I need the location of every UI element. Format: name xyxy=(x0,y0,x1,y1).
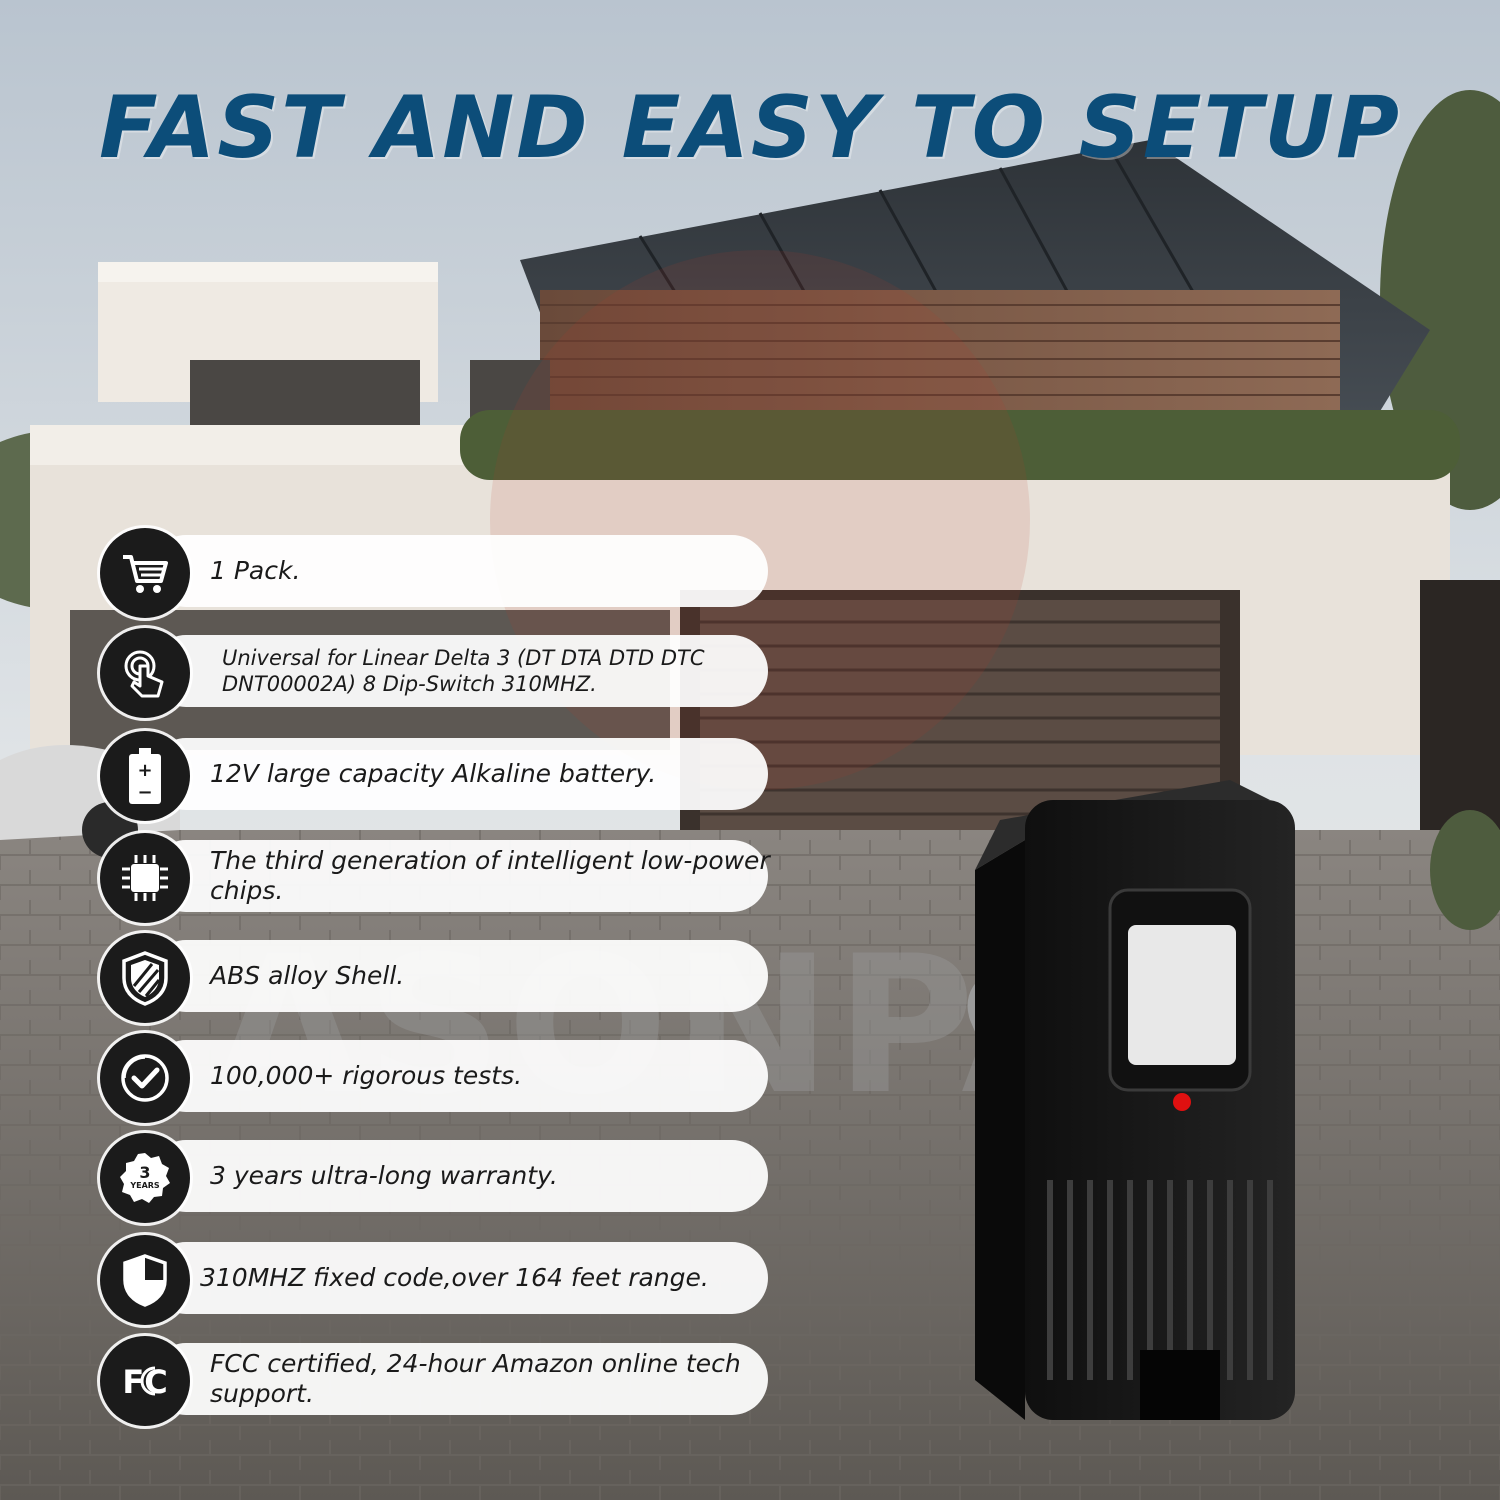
feature-pill xyxy=(150,840,768,912)
feature-badge xyxy=(100,1033,190,1123)
cart-icon xyxy=(123,555,168,593)
feature-text: 1 Pack. xyxy=(210,556,301,585)
feature-item: 1 Pack. xyxy=(100,528,770,618)
feature-badge: FC xyxy=(100,1336,190,1426)
warranty-badge-icon: 3 YEARS xyxy=(120,1153,170,1203)
feature-badge xyxy=(100,528,190,618)
feature-pill xyxy=(150,535,768,607)
feature-pill xyxy=(150,1040,768,1112)
warranty-label: YEARS xyxy=(129,1181,160,1190)
feature-item: Universal for Linear Delta 3 (DT DTA DTD… xyxy=(100,628,770,718)
feature-badge: + − xyxy=(100,731,190,821)
garage-remote-image xyxy=(967,780,1295,1420)
fcc-logo-text: FC xyxy=(122,1363,167,1401)
feature-badge: 3 YEARS xyxy=(100,1133,190,1223)
feature-badge xyxy=(100,833,190,923)
feature-pill xyxy=(150,940,768,1012)
feature-text: FCC certified, 24-hour Amazon online tec… xyxy=(210,1349,741,1408)
feature-item: 3 YEARS 3 years ultra-long warranty. xyxy=(100,1133,770,1223)
feature-item: ABS alloy Shell. xyxy=(100,933,770,1023)
feature-pill xyxy=(150,1140,768,1212)
feature-item: 100,000+ rigorous tests. xyxy=(100,1033,770,1123)
feature-item: The third generation of intelligent low-… xyxy=(100,833,770,923)
headline-title: FAST AND EASY TO SETUP xyxy=(98,78,1401,178)
security-shield-icon xyxy=(123,1254,167,1307)
feature-pill xyxy=(150,1343,768,1415)
feature-text: ABS alloy Shell. xyxy=(210,961,405,990)
feature-badge xyxy=(100,1235,190,1325)
feature-pill xyxy=(150,635,768,707)
remote-led xyxy=(1173,1093,1191,1111)
feature-text: 3 years ultra-long warranty. xyxy=(210,1161,558,1190)
feature-item: + − 12V large capacity Alkaline battery. xyxy=(100,731,770,821)
feature-text: The third generation of intelligent low-… xyxy=(210,846,770,905)
feature-badge xyxy=(100,933,190,1023)
shield-striped-icon xyxy=(122,951,168,1006)
remote-button xyxy=(1128,925,1236,1065)
feature-pill xyxy=(150,1242,768,1314)
feature-text: 12V large capacity Alkaline battery. xyxy=(210,759,657,788)
feature-text: 310MHZ fixed code,over 164 feet range. xyxy=(200,1263,709,1292)
battery-icon: + − xyxy=(129,748,161,804)
warranty-number: 3 xyxy=(139,1163,150,1182)
feature-text: 100,000+ rigorous tests. xyxy=(210,1061,523,1090)
svg-text:+: + xyxy=(137,760,152,781)
feature-item: FC FCC certified, 24-hour Amazon online … xyxy=(100,1336,770,1426)
fcc-icon: FC xyxy=(122,1363,167,1401)
touch-icon xyxy=(124,650,164,698)
feature-text: Universal for Linear Delta 3 (DT DTA DTD… xyxy=(222,646,705,696)
feature-pill xyxy=(150,738,768,810)
feature-badge xyxy=(100,628,190,718)
check-circle-icon xyxy=(121,1054,169,1102)
chip-icon xyxy=(122,855,168,901)
svg-text:−: − xyxy=(137,782,152,803)
feature-item: 310MHZ fixed code,over 164 feet range. xyxy=(100,1235,770,1325)
